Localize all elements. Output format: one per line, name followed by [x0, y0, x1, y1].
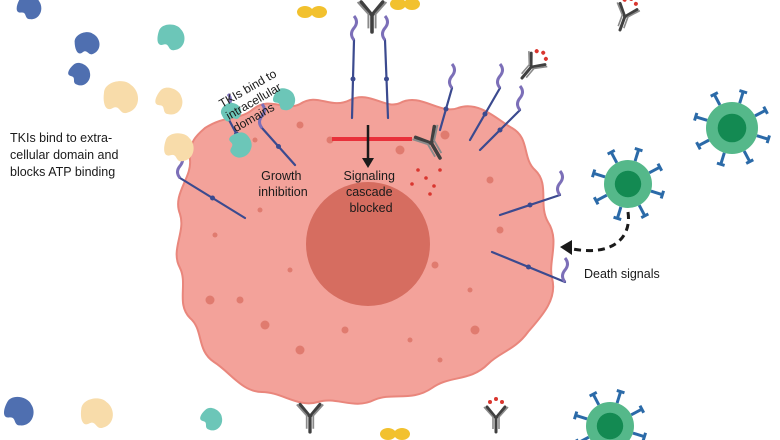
t-cell: [572, 388, 648, 440]
tki-dimer: [390, 0, 420, 10]
antibody: [296, 402, 324, 434]
signal-dot: [410, 182, 414, 186]
granule: [395, 145, 405, 155]
tki-molecule: [103, 81, 138, 114]
signal-dot: [416, 168, 420, 172]
granule: [440, 130, 450, 140]
tki-molecule: [220, 102, 242, 122]
receptor: [350, 15, 358, 120]
receptor: [478, 85, 524, 152]
granule: [470, 325, 480, 335]
granule: [437, 357, 443, 363]
tki-molecule: [16, 0, 42, 20]
antibody: [520, 49, 548, 80]
granule: [257, 207, 263, 213]
label-growth-inhibition: Growth inhibition: [258, 169, 307, 199]
receptor: [258, 103, 297, 167]
granule: [341, 326, 349, 334]
signal-dot: [424, 176, 428, 180]
signal-dots: [410, 168, 442, 196]
antibody: [616, 0, 641, 32]
receptor: [498, 170, 564, 217]
receptor: [438, 63, 456, 132]
granule: [296, 121, 304, 129]
granule: [287, 267, 293, 273]
cytoplasm-granules: [205, 121, 504, 363]
tki-dimer: [297, 6, 327, 18]
antibody: [356, 0, 388, 34]
tki-molecules: [4, 0, 420, 440]
tki-molecule: [200, 407, 223, 431]
granule: [326, 136, 334, 144]
granule: [486, 176, 494, 184]
granule: [467, 287, 473, 293]
granule: [252, 137, 258, 143]
tki-molecule: [74, 32, 100, 55]
antibodies: [296, 0, 641, 434]
granule: [407, 337, 413, 343]
granule: [260, 320, 270, 330]
death-signal-arrow: [567, 211, 630, 253]
t-cell: [590, 146, 666, 222]
tki-molecule: [164, 133, 194, 162]
receptor: [468, 63, 504, 142]
nucleus: [306, 182, 430, 306]
receptor: [490, 250, 569, 284]
signal-dot: [432, 184, 436, 188]
tki-molecule: [229, 132, 252, 158]
t-cells: [572, 89, 771, 440]
t-cell: [693, 89, 771, 167]
tki-molecule: [155, 87, 183, 115]
granule: [236, 296, 244, 304]
tki-molecule: [68, 62, 91, 86]
tki-molecule: [273, 88, 296, 111]
granule: [212, 232, 218, 238]
signal-arrow-head-icon: [362, 158, 374, 168]
tki-dimer: [380, 428, 410, 440]
granule: [295, 345, 305, 355]
granule: [205, 295, 215, 305]
antibody: [483, 397, 509, 434]
label-signaling-blocked: Signaling cascade blocked: [344, 169, 399, 215]
label-death-signals: Death signals: [584, 267, 660, 281]
tki-molecule: [4, 396, 34, 426]
granule: [496, 226, 504, 234]
granule: [431, 261, 439, 269]
antibody: [412, 124, 443, 160]
signal-dot: [428, 192, 432, 196]
receptor: [381, 15, 390, 120]
label-tki-extracellular: TKIs bind to extra- cellular domain and …: [10, 131, 122, 179]
receptors: [176, 15, 569, 284]
tki-molecule: [80, 398, 113, 429]
tki-molecule: [157, 24, 185, 51]
death-signal-arrow-head-icon: [560, 240, 572, 255]
signal-dot: [438, 168, 442, 172]
